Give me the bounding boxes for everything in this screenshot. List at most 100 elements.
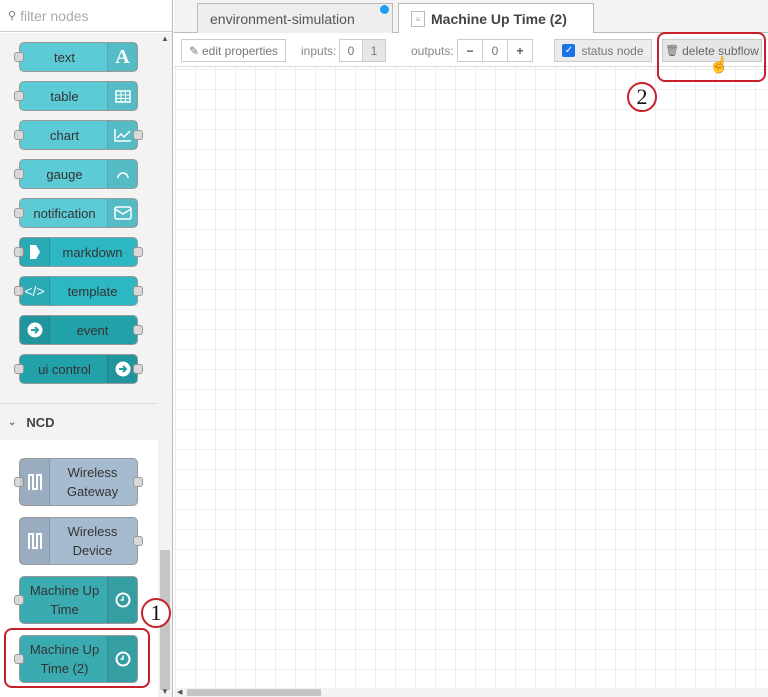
input-port <box>14 130 24 140</box>
input-port <box>14 364 24 374</box>
letter-a-icon: A <box>107 43 137 71</box>
node-label: gauge <box>46 166 83 182</box>
palette-node-template[interactable]: </> template <box>14 276 143 306</box>
delete-subflow-button[interactable]: 🗑delete subflow <box>662 39 762 62</box>
output-port <box>133 286 143 296</box>
node-label: notification <box>33 205 96 221</box>
palette-node-table[interactable]: table <box>14 81 138 111</box>
outputs-increment-button[interactable]: + <box>507 39 533 62</box>
trash-icon: 🗑 <box>665 45 680 57</box>
palette-node-notification[interactable]: notification <box>14 198 138 228</box>
chevron-down-icon: ⌄ <box>8 416 17 428</box>
scrollbar-thumb[interactable] <box>187 689 321 696</box>
tab-label: Machine Up Time (2) <box>431 11 567 27</box>
filter-nodes-input[interactable]: ⚲filter nodes <box>0 0 172 32</box>
filter-placeholder: filter nodes <box>20 7 89 24</box>
node-label: template <box>67 283 118 299</box>
annotation-marker-1: 1 <box>141 598 171 628</box>
palette-sidebar: ⚲filter nodes text A table chart gauge no… <box>0 0 173 697</box>
input-port <box>14 595 24 605</box>
gauge-icon <box>107 160 137 188</box>
tab-environment-simulation[interactable]: environment-simulation <box>197 3 393 33</box>
outputs-decrement-button[interactable]: − <box>457 39 483 62</box>
category-label: NCD <box>26 414 55 430</box>
code-icon: </> <box>20 277 50 305</box>
clock-icon <box>107 636 137 682</box>
node-label: markdown <box>62 244 123 260</box>
tab-machine-up-time-2[interactable]: ≡ Machine Up Time (2) <box>398 3 594 34</box>
arrow-circle-icon <box>20 316 50 344</box>
button-label: edit properties <box>202 43 279 58</box>
input-port <box>14 247 24 257</box>
input-port <box>14 654 24 664</box>
input-port <box>14 52 24 62</box>
palette-node-text[interactable]: text A <box>14 42 138 72</box>
output-port <box>133 325 143 335</box>
palette-node-chart[interactable]: chart <box>14 120 143 150</box>
line-chart-icon <box>107 121 137 149</box>
category-header-ncd[interactable]: ⌄ NCD <box>0 403 158 440</box>
highlight-box-delete-subflow <box>657 32 766 82</box>
checkbox-checked-icon[interactable]: ✓ <box>562 44 576 57</box>
highlight-box-palette-node <box>4 628 150 688</box>
palette-node-markdown[interactable]: markdown <box>14 237 143 267</box>
pulse-wave-icon <box>20 518 50 564</box>
button-label: delete subflow <box>682 43 759 58</box>
edit-properties-button[interactable]: ✎edit properties <box>181 39 286 62</box>
inputs-option-1[interactable]: 1 <box>362 39 386 62</box>
subflow-icon: ≡ <box>411 11 425 27</box>
input-port <box>14 91 24 101</box>
output-port <box>133 477 143 487</box>
node-label: text <box>54 49 75 65</box>
table-icon <box>107 82 137 110</box>
palette-scrollbar[interactable]: ▲▼ <box>158 33 172 697</box>
inputs-option-0[interactable]: 0 <box>339 39 363 62</box>
output-port <box>133 247 143 257</box>
markdown-arrow-icon <box>20 238 50 266</box>
subflow-toolbar: ✎edit properties inputs: 0 1 outputs: − … <box>174 33 768 67</box>
scroll-up-icon[interactable]: ▲ <box>161 34 169 43</box>
status-node-toggle[interactable]: ✓ status node <box>554 39 652 62</box>
input-port <box>14 477 24 487</box>
flow-canvas[interactable] <box>174 67 768 688</box>
palette-list: text A table chart gauge notification mar… <box>0 33 158 697</box>
palette-node-ui-control[interactable]: ui control <box>14 354 143 384</box>
hand-cursor-icon: ☝ <box>709 57 729 74</box>
tab-label: environment-simulation <box>210 10 355 27</box>
pulse-wave-icon <box>20 459 50 505</box>
workspace-tabs: environment-simulation ≡ Machine Up Time … <box>174 0 768 34</box>
inputs-label: inputs: <box>301 44 337 58</box>
output-port <box>133 364 143 374</box>
input-port <box>14 169 24 179</box>
outputs-label: outputs: <box>411 44 454 58</box>
envelope-icon <box>107 199 137 227</box>
modified-dot-icon <box>380 5 389 14</box>
clock-icon <box>107 577 137 623</box>
node-label: ui control <box>38 361 91 377</box>
pencil-icon: ✎ <box>188 43 199 58</box>
scroll-down-icon[interactable]: ▼ <box>161 687 169 696</box>
input-port <box>14 286 24 296</box>
palette-node-gauge[interactable]: gauge <box>14 159 138 189</box>
search-icon: ⚲ <box>8 10 17 22</box>
node-label: chart <box>50 127 79 143</box>
output-port <box>133 130 143 140</box>
canvas-horizontal-scrollbar[interactable]: ◀ <box>174 688 768 697</box>
scroll-left-icon[interactable]: ◀ <box>177 689 183 696</box>
palette-node-event[interactable]: event <box>19 315 143 345</box>
outputs-value: 0 <box>482 39 508 62</box>
annotation-marker-2: 2 <box>627 82 657 112</box>
output-port <box>133 536 143 546</box>
arrow-circle-icon <box>107 355 137 383</box>
node-label: table <box>50 88 79 104</box>
input-port <box>14 208 24 218</box>
button-label: status node <box>581 43 644 58</box>
